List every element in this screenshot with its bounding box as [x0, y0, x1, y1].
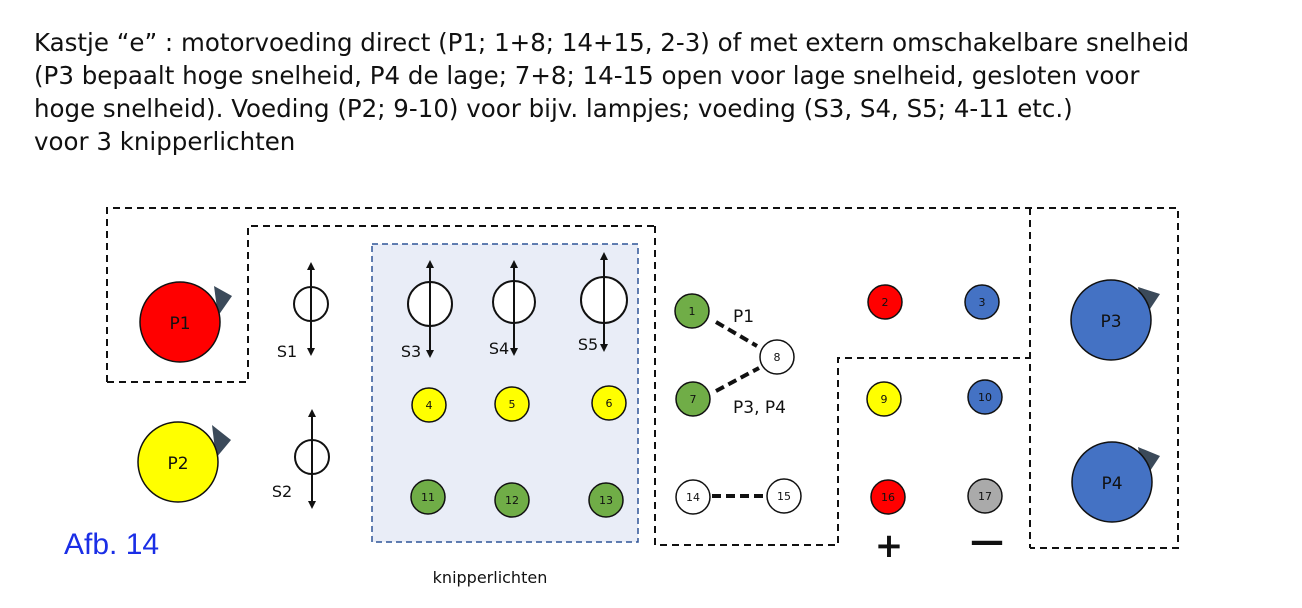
connection-p1-label: P1 [733, 307, 754, 327]
s5-label: S5 [578, 335, 598, 354]
terminal-15-label: 15 [777, 490, 791, 503]
terminal-10[interactable]: 10 [967, 379, 1003, 415]
terminal-13[interactable]: 13 [588, 482, 624, 518]
outline-p1-bottom [107, 225, 655, 383]
caption: Kastje “e” : motorvoeding direct (P1; 1+… [34, 26, 1294, 158]
p2-label: P2 [167, 454, 188, 474]
terminal-5[interactable]: 5 [494, 386, 530, 422]
terminal-13-label: 13 [599, 494, 613, 507]
s4-label: S4 [489, 339, 509, 358]
terminal-6[interactable]: 6 [591, 385, 627, 421]
potentiometer-p2[interactable]: P2 [137, 421, 231, 503]
terminal-12-label: 12 [505, 494, 519, 507]
switch-s2[interactable] [294, 409, 330, 509]
terminal-17-dot [967, 478, 1003, 514]
p3-knob [1070, 279, 1152, 361]
terminal-15[interactable]: 15 [766, 478, 802, 514]
terminal-9[interactable]: 9 [866, 381, 902, 417]
s1-label: S1 [277, 342, 297, 361]
terminal-2-dot [867, 284, 903, 320]
terminal-8[interactable]: 8 [759, 339, 795, 375]
s3-label: S3 [401, 342, 421, 361]
terminal-3-label: 3 [979, 296, 986, 309]
terminal-4-dot [411, 387, 447, 423]
terminal-14-dot [675, 479, 711, 515]
p4-knob [1071, 441, 1153, 523]
terminal-12-dot [494, 482, 530, 518]
terminal-2[interactable]: 2 [867, 284, 903, 320]
terminal-15-dot [766, 478, 802, 514]
terminal-9-dot [866, 381, 902, 417]
connection-links [712, 320, 766, 498]
terminal-6-label: 6 [606, 397, 613, 410]
caption-line-1: Kastje “e” : motorvoeding direct (P1; 1+… [34, 28, 1190, 57]
p1-knob-pointer [214, 286, 232, 316]
terminal-7-dot [675, 381, 711, 417]
terminal-11[interactable]: 11 [410, 479, 446, 515]
link-7-8 [715, 366, 760, 393]
terminal-4-label: 4 [426, 399, 433, 412]
terminal-11-dot [410, 479, 446, 515]
enclosure-outlines [106, 207, 1179, 549]
caption-line-2: (P3 bepaalt hoge snelheid, P4 de lage; 7… [34, 61, 1140, 90]
potentiometer-p4[interactable]: P4 [1071, 441, 1160, 523]
terminal-14[interactable]: 14 [675, 479, 711, 515]
p4-label: P4 [1101, 474, 1122, 494]
terminal-11-label: 11 [421, 491, 435, 504]
terminal-1-dot [674, 293, 710, 329]
terminal-7-label: 7 [690, 393, 697, 406]
terminal-3[interactable]: 3 [964, 284, 1000, 320]
p3-label: P3 [1100, 312, 1121, 332]
terminal-1-label: 1 [689, 305, 696, 318]
plus-symbol: + [875, 526, 904, 566]
terminal-2-label: 2 [882, 296, 889, 309]
terminal-8-label: 8 [774, 351, 781, 364]
switch-s1[interactable] [293, 262, 329, 356]
terminal-6-dot [591, 385, 627, 421]
terminal-7[interactable]: 7 [675, 381, 711, 417]
terminal-17[interactable]: 17 [967, 478, 1003, 514]
switch-s5[interactable] [580, 252, 628, 352]
terminal-16-label: 16 [881, 491, 895, 504]
terminal-5-dot [494, 386, 530, 422]
caption-line-4: voor 3 knipperlichten [34, 127, 296, 156]
terminal-4[interactable]: 4 [411, 387, 447, 423]
terminal-1[interactable]: 1 [674, 293, 710, 329]
link-1-8 [714, 320, 759, 348]
terminal-16-dot [870, 479, 906, 515]
terminal-14-label: 14 [686, 491, 700, 504]
s2-label: S2 [272, 482, 292, 501]
terminal-10-dot [967, 379, 1003, 415]
terminal-13-dot [588, 482, 624, 518]
connection-p3p4-label: P3, P4 [733, 398, 786, 418]
minus-symbol: — [970, 521, 1004, 561]
switch-s3[interactable] [407, 260, 453, 358]
terminal-10-label: 10 [978, 391, 992, 404]
knipperlichten-label: knipperlichten [433, 568, 548, 587]
p1-label: P1 [169, 314, 190, 334]
terminal-5-label: 5 [509, 398, 516, 411]
terminal-12[interactable]: 12 [494, 482, 530, 518]
p2-knob [137, 421, 219, 503]
outline-top-left [106, 207, 1179, 549]
potentiometer-p1[interactable]: P1 [139, 281, 232, 363]
caption-line-3: hoge snelheid). Voeding (P2; 9-10) voor … [34, 94, 1073, 123]
terminal-8-dot [759, 339, 795, 375]
terminal-17-label: 17 [978, 490, 992, 503]
figure-label: Afb. 14 [64, 528, 160, 561]
terminal-3-dot [964, 284, 1000, 320]
potentiometer-p3[interactable]: P3 [1070, 279, 1160, 361]
p1-knob [139, 281, 221, 363]
terminal-9-label: 9 [881, 393, 888, 406]
switch-s4[interactable] [492, 260, 536, 356]
terminal-16[interactable]: 16 [870, 479, 906, 515]
